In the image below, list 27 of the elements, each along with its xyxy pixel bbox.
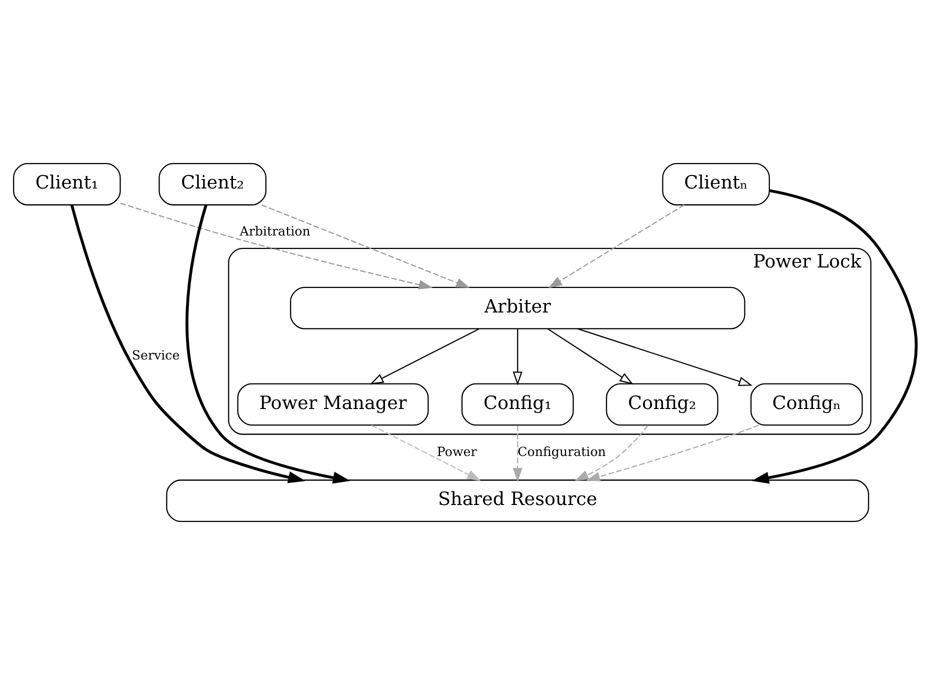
edge-label: Power bbox=[436, 443, 476, 458]
node-box: Config₁ bbox=[460, 382, 574, 426]
arrow bbox=[120, 202, 432, 289]
arrow bbox=[574, 424, 648, 480]
arrow bbox=[260, 204, 470, 288]
arrow bbox=[548, 204, 684, 288]
arrow bbox=[512, 425, 522, 482]
arrow bbox=[185, 204, 350, 484]
node-box: Config₂ bbox=[605, 382, 718, 426]
node-box: Power Manager bbox=[236, 382, 428, 426]
node-box: Client₁ bbox=[12, 162, 120, 205]
edge-label: Arbitration bbox=[239, 223, 310, 238]
edge-label: Service bbox=[131, 346, 180, 362]
arrow bbox=[577, 328, 752, 386]
node-box: Clientₙ bbox=[662, 162, 770, 205]
arrow bbox=[751, 188, 918, 484]
edge-label: Configuration bbox=[517, 443, 606, 458]
node-box: Shared Resource bbox=[166, 479, 869, 522]
arrow bbox=[586, 424, 759, 481]
arrow bbox=[369, 328, 479, 384]
arrow bbox=[370, 424, 480, 480]
arrow bbox=[70, 204, 305, 483]
node-box: Configₙ bbox=[750, 382, 862, 426]
node-box: Arbiter bbox=[289, 286, 745, 329]
node-box: Client₂ bbox=[158, 162, 266, 205]
arrow bbox=[512, 328, 522, 385]
arrow bbox=[547, 328, 633, 384]
